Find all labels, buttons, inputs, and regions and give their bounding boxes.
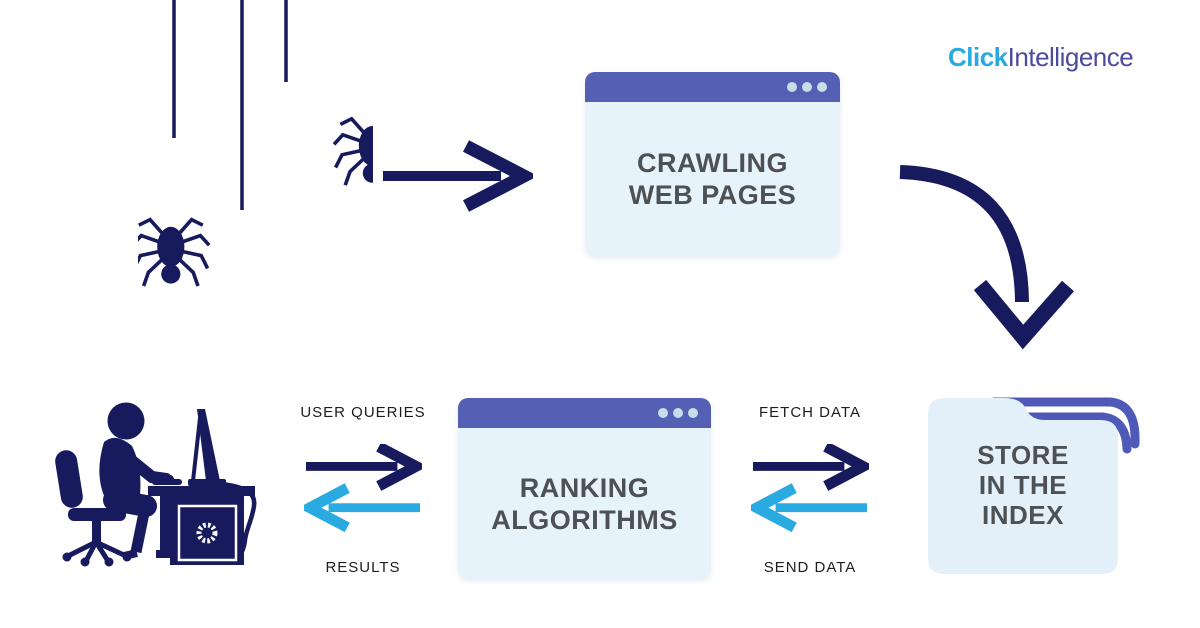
results-label: RESULTS [325, 559, 401, 576]
arrow-right-icon [383, 140, 533, 212]
fetch-data-label: FETCH DATA [759, 404, 861, 421]
crawling-window-title: CRAWLING WEB PAGES [629, 147, 797, 211]
store-title-line3: INDEX [982, 500, 1064, 530]
send-data-label: SEND DATA [763, 559, 857, 576]
store-index-title: STORE IN THE INDEX [928, 440, 1118, 530]
logo-click-text: Click [948, 42, 1008, 72]
window-control-dots [787, 82, 827, 92]
store-title-line1: STORE [977, 440, 1069, 470]
fetch-send-exchange: FETCH DATA SEND DATA [750, 404, 870, 576]
curved-arrow-down-icon [899, 165, 1074, 350]
ranking-title-line1: RANKING [519, 472, 650, 503]
window-control-dots [658, 408, 698, 418]
crawling-title-line2: WEB PAGES [628, 180, 797, 210]
queries-results-exchange: USER QUERIES RESULTS [297, 404, 429, 576]
web-crawler-spiders-icon [138, 0, 373, 288]
crawling-window-titlebar [585, 72, 840, 102]
brand-logo: ClickIntelligence [948, 42, 1134, 72]
user-at-computer-icon [55, 402, 257, 567]
store-index-node: STORE IN THE INDEX [928, 392, 1140, 582]
ranking-window: RANKING ALGORITHMS [458, 398, 711, 579]
bidirectional-arrows-icon [751, 444, 869, 533]
fan-icon [196, 522, 218, 544]
store-title-line2: IN THE [978, 470, 1068, 500]
bidirectional-arrows-icon [304, 444, 422, 533]
crawling-title-line1: CRAWLING [637, 148, 788, 178]
ranking-window-body: RANKING ALGORITHMS [458, 428, 711, 579]
index-folder-icon [928, 397, 1140, 574]
logo-intelligence-text: Intelligence [1007, 42, 1134, 72]
ranking-title-line2: ALGORITHMS [491, 504, 678, 535]
crawling-window: CRAWLING WEB PAGES [585, 72, 840, 256]
crawling-window-body: CRAWLING WEB PAGES [585, 102, 840, 256]
user-queries-label: USER QUERIES [300, 404, 426, 421]
ranking-window-title: RANKING ALGORITHMS [491, 472, 678, 536]
ranking-window-titlebar [458, 398, 711, 428]
